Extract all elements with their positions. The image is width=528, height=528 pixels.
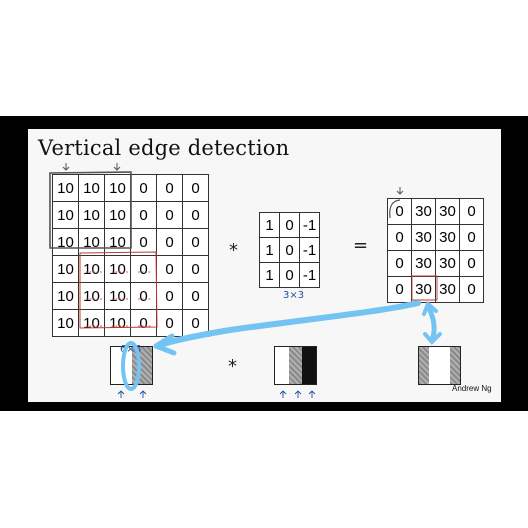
filter-dark-column (302, 347, 316, 384)
matrix-row: 10 10 10 0 0 0 (52, 228, 209, 256)
output-matrix: 0 30 30 0 0 30 30 0 0 30 30 0 0 30 30 0 (387, 198, 484, 303)
matrix-cell: 0 (130, 309, 157, 337)
matrix-cell: 0 (387, 224, 412, 251)
matrix-row: 10 10 10 0 0 0 (52, 201, 209, 229)
matrix-cell: 10 (78, 309, 105, 337)
matrix-cell: 10 (78, 255, 105, 283)
filter-size-note: 3×3 (283, 290, 305, 301)
matrix-cell: 0 (182, 228, 209, 256)
matrix-row: 0 30 30 0 (387, 224, 484, 251)
matrix-cell: 30 (411, 198, 436, 225)
convolution-operator-bottom: * (228, 356, 237, 377)
output-dark-right (449, 347, 460, 384)
matrix-cell: 0 (182, 174, 209, 202)
output-dark-left (419, 347, 430, 384)
matrix-cell: 0 (459, 224, 484, 251)
matrix-cell: 10 (78, 228, 105, 256)
up-arrow-icon (279, 390, 287, 398)
matrix-cell: 0 (459, 276, 484, 303)
up-arrow-icon (117, 390, 125, 398)
filter-bright-column (275, 347, 289, 384)
window-red-box (79, 251, 158, 329)
up-arrow-icon (294, 390, 302, 398)
matrix-cell: 10 (104, 282, 131, 310)
matrix-row: 10 10 10 0 0 0 (52, 282, 209, 310)
matrix-cell: 10 (104, 174, 131, 202)
matrix-cell: 10 (78, 282, 105, 310)
matrix-cell: 0 (459, 250, 484, 277)
matrix-cell: 0 (387, 250, 412, 277)
matrix-cell: 30 (411, 276, 436, 303)
matrix-row: 0 30 30 0 (387, 198, 484, 225)
slide-title: Vertical edge detection (38, 136, 290, 160)
matrix-cell: 30 (435, 224, 460, 251)
red-underline-marks (86, 271, 152, 327)
matrix-row: 10 10 10 0 0 0 (52, 255, 209, 283)
letterbox-top (0, 0, 528, 116)
blue-double-arrow (425, 303, 437, 343)
matrix-cell: 30 (411, 224, 436, 251)
down-arrow-icon (62, 163, 70, 171)
matrix-row: 1 0 -1 (259, 262, 320, 288)
input-matrix: 10 10 10 0 0 0 10 10 10 0 0 0 10 10 10 0… (52, 174, 209, 337)
matrix-row: 10 10 10 0 0 0 (52, 174, 209, 202)
blue-arrowhead-icon (423, 332, 442, 345)
matrix-row: 0 30 30 0 (387, 250, 484, 277)
matrix-cell: 30 (435, 250, 460, 277)
matrix-cell: 0 (156, 174, 183, 202)
down-arrow-icon (113, 163, 121, 171)
matrix-cell: 0 (387, 276, 412, 303)
output-cell-arc (389, 199, 401, 219)
matrix-cell: 0 (182, 282, 209, 310)
matrix-cell: 0 (156, 228, 183, 256)
up-arrow-icon (308, 390, 316, 398)
matrix-cell: 10 (52, 174, 79, 202)
down-arrow-icon (396, 187, 404, 195)
output-image-illustration (418, 346, 461, 385)
matrix-row: 1 0 -1 (259, 212, 320, 238)
matrix-cell: -1 (299, 212, 320, 238)
filter-mid-column (288, 347, 303, 384)
output-bright-center (429, 347, 450, 384)
blue-arrowhead-icon (153, 333, 177, 356)
matrix-row: 10 10 10 0 0 0 (52, 309, 209, 337)
filter-matrix: 1 0 -1 1 0 -1 1 0 -1 (259, 212, 320, 288)
equals-sign: = (353, 235, 369, 256)
window-highlight-box (49, 171, 132, 249)
up-arrow-icon (139, 390, 147, 398)
matrix-cell: 10 (52, 228, 79, 256)
matrix-row: 0 30 30 0 (387, 276, 484, 303)
blue-arrowhead-icon (422, 300, 438, 316)
author-credit: Andrew Ng (452, 384, 492, 393)
matrix-cell: -1 (299, 262, 320, 288)
matrix-cell: 0 (459, 198, 484, 225)
matrix-cell: 0 (130, 255, 157, 283)
blue-arrow-stroke (157, 300, 421, 348)
matrix-cell: 10 (78, 201, 105, 229)
matrix-cell: 0 (156, 282, 183, 310)
output-red-box (411, 275, 438, 301)
blue-edge-circle (121, 341, 141, 391)
matrix-cell: -1 (299, 237, 320, 263)
filter-image-illustration (274, 346, 317, 385)
matrix-cell: 0 (182, 201, 209, 229)
convolution-operator: * (229, 240, 238, 261)
matrix-cell: 0 (182, 255, 209, 283)
matrix-cell: 30 (435, 276, 460, 303)
input-size-note: 6×6 (120, 344, 142, 355)
